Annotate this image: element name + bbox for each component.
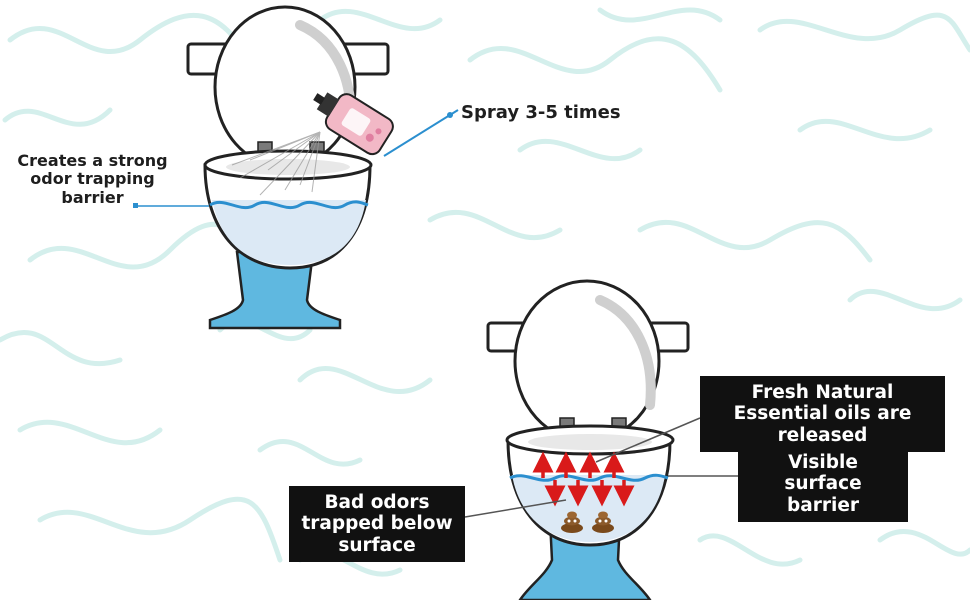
fresh-oils-label: Fresh Natural Essential oils are release… (700, 376, 945, 452)
poop-icon (561, 511, 583, 533)
arrow-down-icon (544, 480, 635, 507)
spray-mist (231, 131, 321, 196)
background-pattern (0, 7, 970, 577)
oils-leader-line (595, 417, 701, 463)
odors-leader-line (464, 499, 567, 518)
poop-icon (592, 511, 614, 533)
visible-barrier-label: Visible surface barrier (738, 446, 908, 522)
toilet-icon (186, 5, 390, 330)
barrier-strong-label: Creates a strong odor trapping barrier (17, 151, 168, 207)
spray-label: Spray 3-5 times (461, 102, 621, 123)
bad-odors-label: Bad odors trapped below surface (289, 486, 465, 562)
spray-leader-line (383, 109, 459, 157)
spray-bottle-icon (313, 92, 394, 156)
toilet-icon (486, 279, 690, 600)
arrow-up-icon (532, 451, 625, 478)
